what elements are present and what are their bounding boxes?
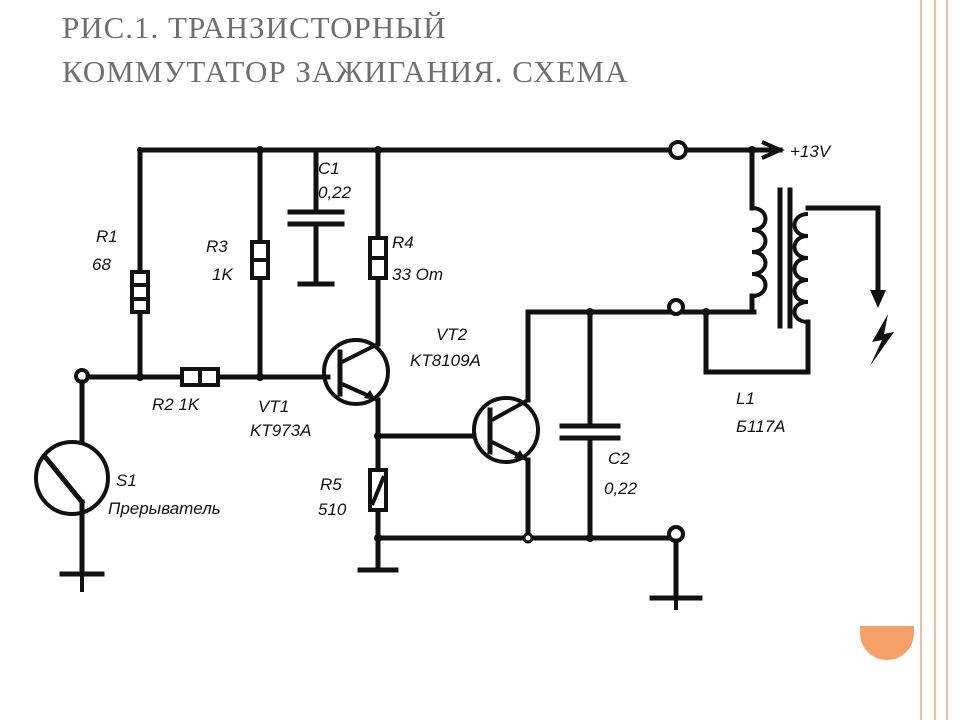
slide-frame-line-3 [946,0,948,720]
c1-value: 0,22 [318,183,352,202]
c2-value: 0,22 [604,479,638,498]
resistor-r3 [250,147,270,381]
resistor-r5 [357,468,399,573]
l1-name: L1 [736,389,755,408]
r3-value: 1K [212,265,233,284]
s1-name: S1 [116,471,137,490]
slide-frame-line-2 [934,0,936,720]
vt2-model: KT8109A [410,351,481,370]
slide-title: РИС.1. ТРАНЗИСТОРНЫЙ КОММУТАТОР ЗАЖИГАНИ… [62,6,882,94]
supply-label: +13V [790,142,832,161]
ignition-coil-l1 [703,147,886,375]
output-arrow-icon [870,290,886,308]
collector-rail [525,298,757,316]
transistor-vt2 [472,309,540,541]
r5-name: R5 [320,475,342,494]
r2-label: R2 1K [152,395,200,414]
c1-name: C1 [318,159,340,178]
base-line [74,367,331,387]
slide-title-line-1: РИС.1. ТРАНЗИСТОРНЫЙ [62,10,447,45]
vt2-name: VT2 [436,325,468,344]
transistor-vt1 [322,338,390,473]
supply-terminal [668,140,688,160]
supply-arrow-icon [761,140,785,160]
ground-rail [375,525,703,610]
capacitor-c1 [287,147,345,287]
breaker-s1 [34,379,110,592]
c2-name: C2 [608,449,630,468]
s1-desc: Прерыватель [108,499,221,518]
supply-rail [137,140,785,160]
r1-name: R1 [96,227,118,246]
resistor-r1 [130,147,150,381]
r3-name: R3 [206,237,228,256]
resistor-r4 [368,147,388,347]
slide-title-line-2: КОММУТАТОР ЗАЖИГАНИЯ. СХЕМА [62,54,629,89]
slide-frame-line-1 [920,0,922,720]
coil-terminal [667,298,685,316]
r4-name: R4 [392,233,414,252]
spark-icon [870,314,894,366]
vt1-model: KT973A [250,421,311,440]
r4-value: 33 Om [392,265,443,284]
r1-value: 68 [92,255,111,274]
vt1-name: VT1 [258,397,289,416]
l1-model: Б117A [736,417,786,436]
capacitor-c2 [559,309,621,541]
r5-value: 510 [318,500,347,519]
